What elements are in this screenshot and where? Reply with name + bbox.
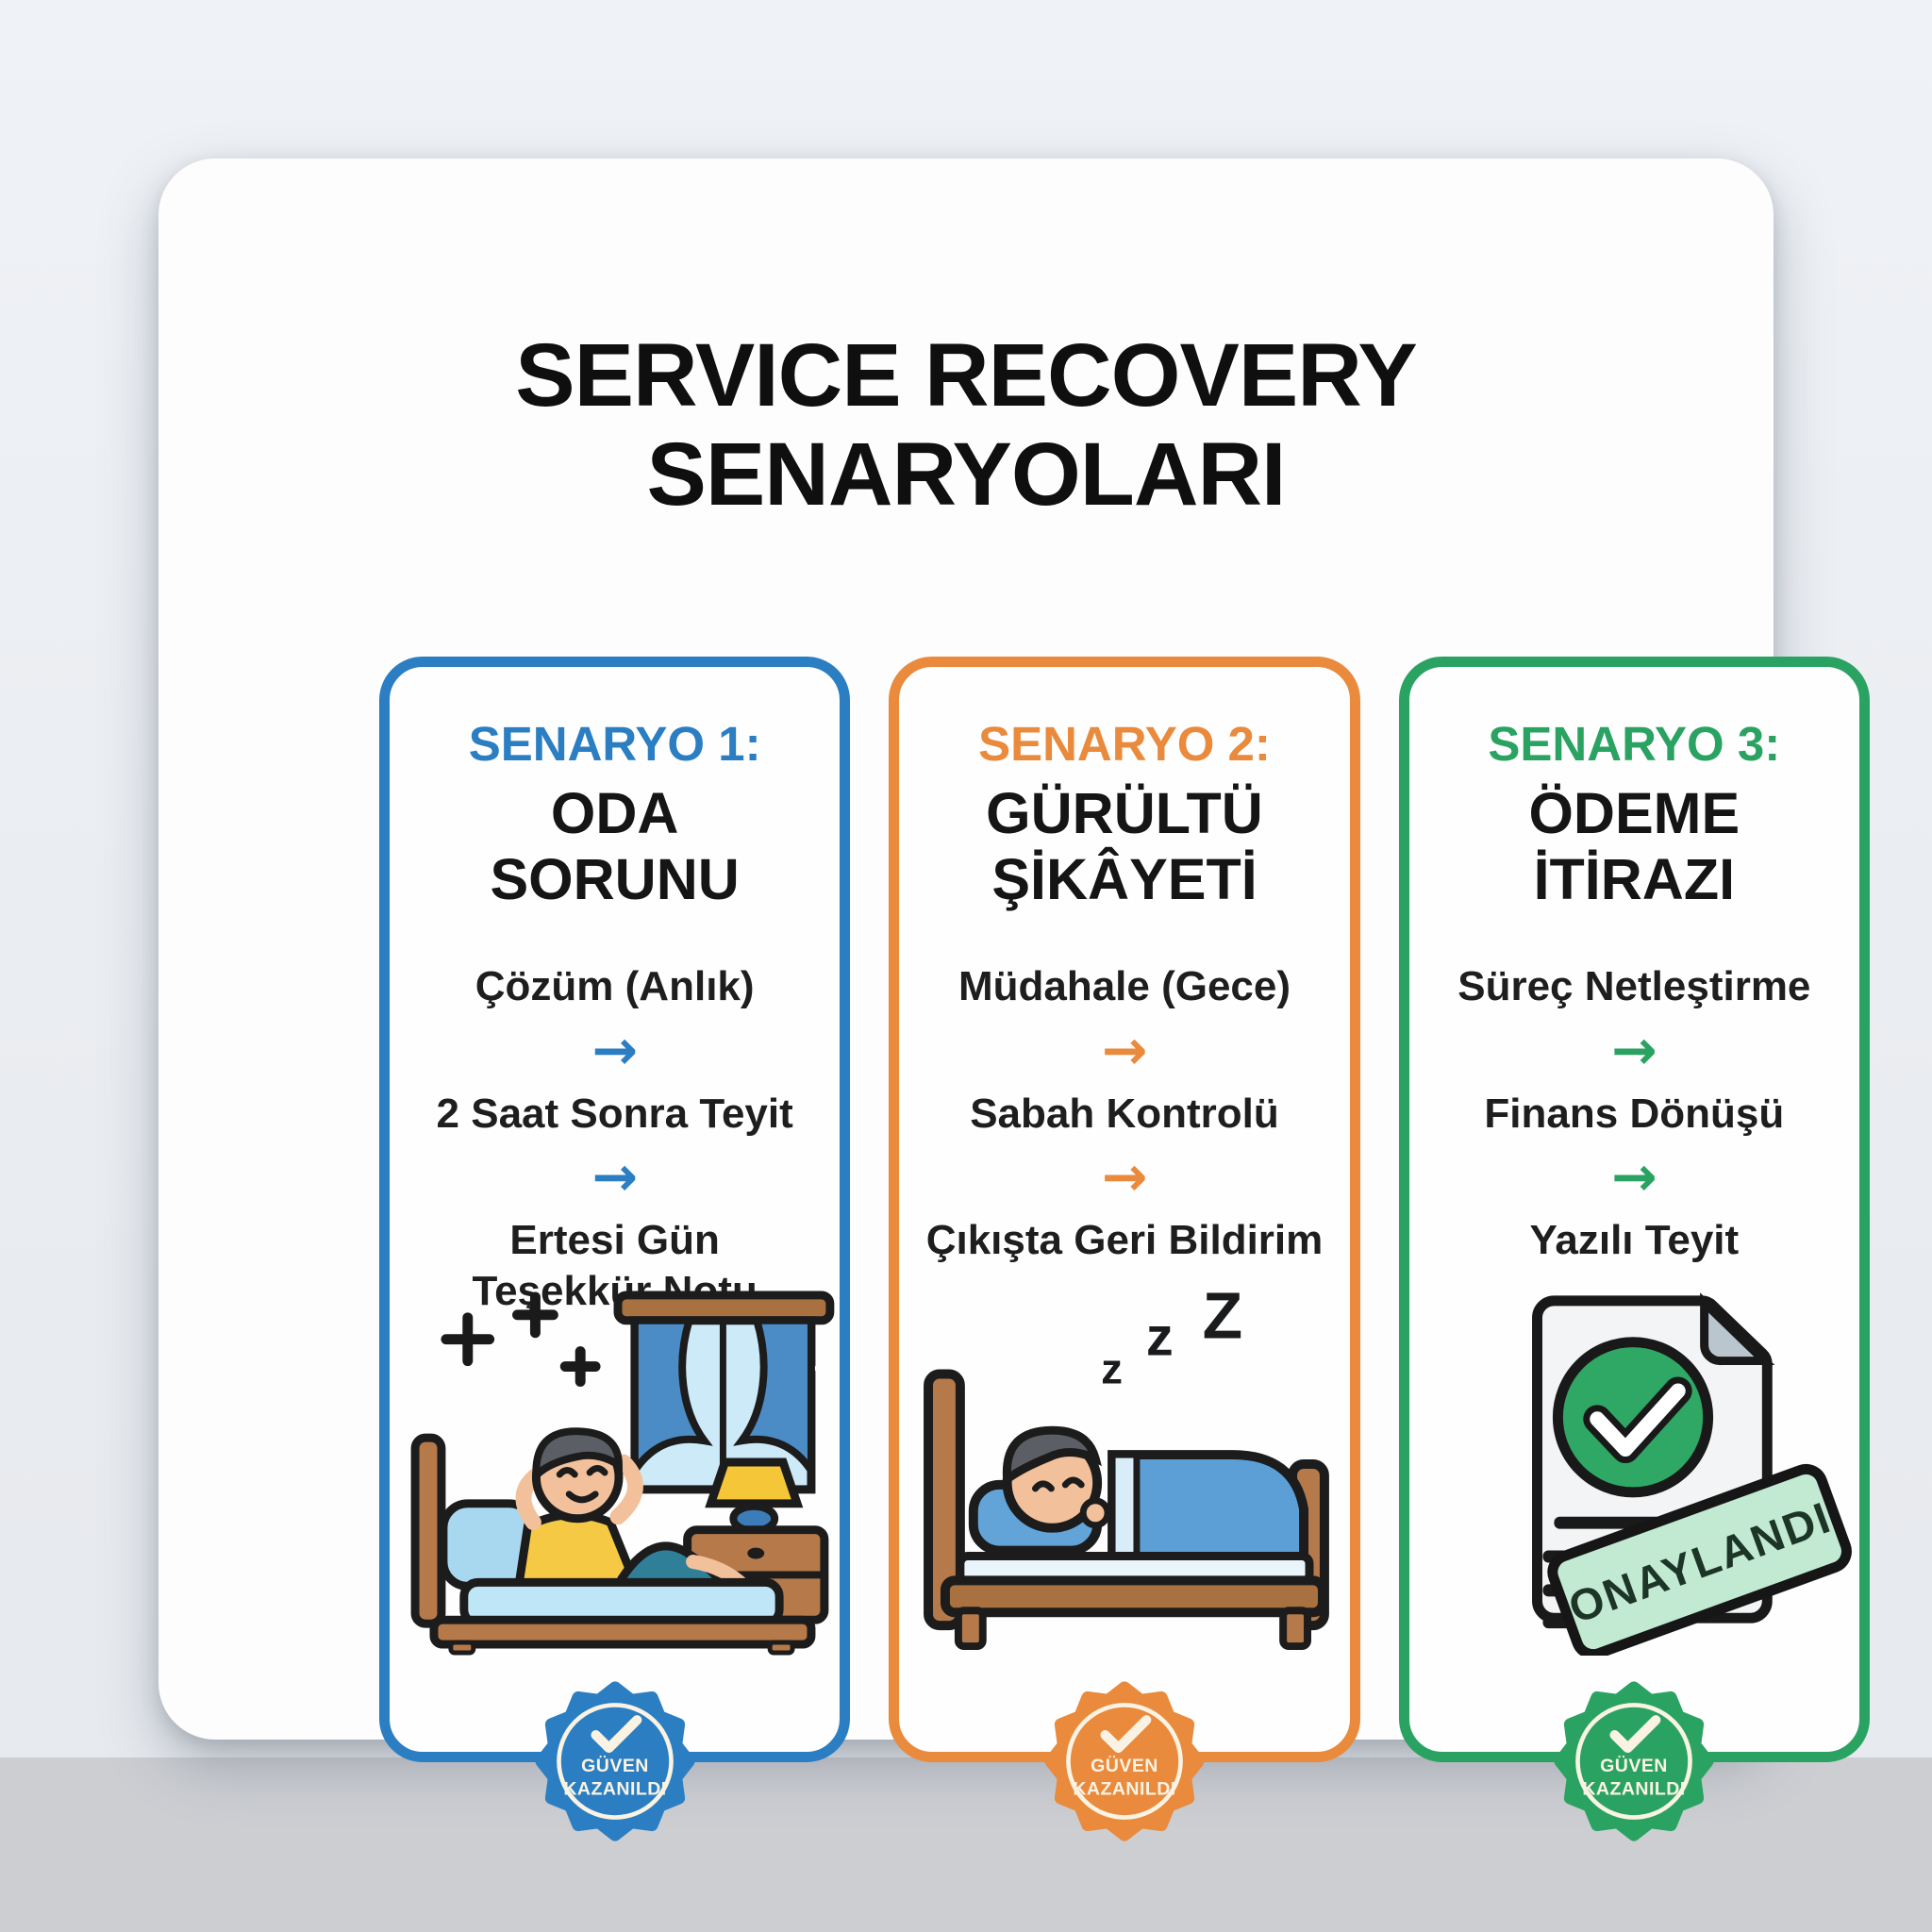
card3-scenario-label: SENARYO 3:: [1488, 717, 1781, 771]
poster-panel: SERVICE RECOVERY SENARYOLARI SENARYO 1: …: [158, 158, 1870, 1841]
svg-text:GÜVEN: GÜVEN: [1091, 1755, 1158, 1776]
card2-title-line2: ŞİKÂYETİ: [991, 846, 1257, 911]
sleeping-guest-illustration: z z Z: [899, 1280, 1349, 1656]
svg-text:Z: Z: [1203, 1280, 1243, 1353]
seal-checkmark-icon: GÜVEN KAZANILDI: [1554, 1681, 1714, 1841]
card-senaryo-3: SENARYO 3: ÖDEME İTİRAZI Süreç Netleştir…: [1398, 657, 1870, 1841]
svg-text:GÜVEN: GÜVEN: [581, 1755, 649, 1776]
card2-title-line1: GÜRÜLTÜ: [986, 781, 1263, 845]
card1-step-2: 2 Saat Sonra Teyit: [436, 1090, 793, 1137]
poster-title: SERVICE RECOVERY SENARYOLARI: [158, 326, 1774, 524]
card3-step-3-line1: Yazılı Teyit: [1529, 1217, 1740, 1264]
relaxing-guest-icon: [410, 1291, 834, 1656]
card3-title-line1: ÖDEME: [1528, 781, 1740, 845]
card3-step-1: Süreç Netleştirme: [1457, 963, 1811, 1010]
card1-title-line2: SORUNU: [490, 846, 740, 911]
card3-title-line2: İTİRAZI: [1533, 846, 1736, 911]
card-senaryo-1: SENARYO 1: ODA SORUNU Çözüm (Anlık) → 2 …: [379, 657, 851, 1841]
approved-document-illustration: ONAYLANDI: [1409, 1280, 1859, 1656]
card2-step-3-line1: Çıkışta Geri Bildirim: [925, 1217, 1324, 1264]
card1-title: ODA SORUNU: [390, 781, 840, 912]
card1-steps: Çözüm (Anlık) → 2 Saat Sonra Teyit → Ert…: [390, 961, 840, 1316]
seal-checkmark-icon: GÜVEN KAZANILDI: [535, 1681, 695, 1841]
card3-step-2: Finans Dönüşü: [1484, 1090, 1785, 1137]
flow-arrow-icon: →: [591, 1144, 638, 1209]
relaxing-guest-illustration: [390, 1280, 840, 1656]
card2-step-1: Müdahale (Gece): [958, 963, 1291, 1010]
poster-title-line2: SENARYOLARI: [646, 424, 1287, 525]
card1-step-3-line1: Ertesi Gün: [509, 1217, 720, 1264]
card2-scenario-label: SENARYO 2:: [978, 717, 1271, 771]
scenario-cards-row: SENARYO 1: ODA SORUNU Çözüm (Anlık) → 2 …: [379, 657, 1870, 1841]
poster-title-line1: SERVICE RECOVERY: [515, 325, 1417, 425]
card2-title: GÜRÜLTÜ ŞİKÂYETİ: [899, 781, 1349, 912]
card3-steps: Süreç Netleştirme → Finans Dönüşü → Yazı…: [1409, 961, 1859, 1266]
seal-checkmark-icon: GÜVEN KAZANILDI: [1044, 1681, 1205, 1841]
flow-arrow-icon: →: [1101, 1017, 1148, 1082]
flow-arrow-icon: →: [1101, 1144, 1148, 1209]
badge-guven-kazanildi: GÜVEN KAZANILDI: [1546, 1674, 1722, 1849]
svg-text:z: z: [1101, 1344, 1123, 1392]
card3-title: ÖDEME İTİRAZI: [1409, 781, 1859, 912]
card1-title-line1: ODA: [550, 781, 679, 845]
svg-text:KAZANILDI: KAZANILDI: [1583, 1778, 1686, 1799]
svg-text:z: z: [1146, 1307, 1174, 1368]
card-senaryo-2: SENARYO 2: GÜRÜLTÜ ŞİKÂYETİ Müdahale (Ge…: [889, 657, 1360, 1841]
flow-arrow-icon: →: [1611, 1017, 1657, 1082]
card3-step-3: Yazılı Teyit: [1409, 1215, 1859, 1266]
card2-steps: Müdahale (Gece) → Sabah Kontrolü → Çıkış…: [899, 961, 1349, 1266]
card1-step-1: Çözüm (Anlık): [475, 963, 755, 1010]
badge-guven-kazanildi: GÜVEN KAZANILDI: [1037, 1674, 1212, 1849]
card2-step-2: Sabah Kontrolü: [970, 1090, 1279, 1137]
card1-scenario-label: SENARYO 1:: [468, 717, 761, 771]
svg-text:KAZANILDI: KAZANILDI: [563, 1778, 666, 1799]
svg-text:KAZANILDI: KAZANILDI: [1073, 1778, 1175, 1799]
svg-text:GÜVEN: GÜVEN: [1600, 1755, 1668, 1776]
badge-guven-kazanildi: GÜVEN KAZANILDI: [527, 1674, 703, 1849]
sleeping-guest-icon: z z Z: [924, 1280, 1329, 1651]
approved-document-icon: ONAYLANDI: [1532, 1292, 1853, 1656]
card2-step-3: Çıkışta Geri Bildirim: [899, 1215, 1349, 1266]
flow-arrow-icon: →: [1611, 1144, 1657, 1209]
flow-arrow-icon: →: [591, 1017, 638, 1082]
